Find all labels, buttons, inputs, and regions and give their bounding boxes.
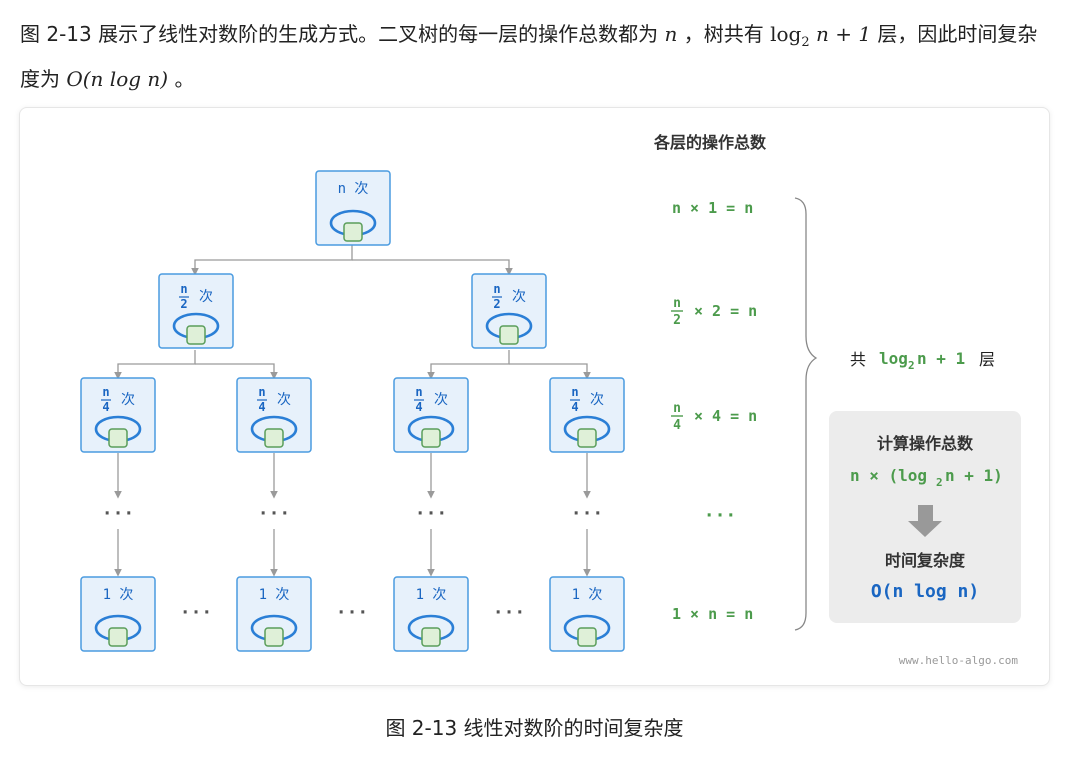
fraction-numerator: n <box>493 282 500 296</box>
recursion-tree-figure: 各层的操作总数 n 次 n 2 次 <box>80 133 1021 667</box>
complexity-title: 时间复杂度 <box>885 551 966 570</box>
curly-brace <box>794 197 818 631</box>
intro-text-1: 图 2-13 展示了线性对数阶的生成方式。二叉树的每一层的操作总数都为 <box>20 22 659 46</box>
summary-formula-post: n + 1) <box>945 466 1003 485</box>
operation-box-icon <box>108 627 128 647</box>
fraction-denominator: 2 <box>493 297 500 311</box>
total-layers-suffix: 层 <box>979 350 995 369</box>
intro-plus-one: n + 1 <box>815 22 872 46</box>
intro-paragraph: 图 2-13 展示了线性对数阶的生成方式。二叉树的每一层的操作总数都为 n ，树… <box>20 16 1050 98</box>
fraction-numerator: n <box>258 385 265 399</box>
node-label-root: n 次 <box>338 181 369 197</box>
intro-big-o: O(n log n) <box>66 67 169 91</box>
operation-box-icon <box>421 428 441 448</box>
intro-text-2: ，树共有 <box>683 22 764 46</box>
fraction-denominator: 4 <box>571 400 578 414</box>
tree-node-quarter-2: n 4 次 <box>236 377 312 453</box>
ellipsis: ··· <box>180 602 213 623</box>
fraction-denominator: 4 <box>415 400 422 414</box>
operation-box-icon <box>421 627 441 647</box>
figure-caption: 图 2-13 线性对数阶的时间复杂度 <box>385 716 684 740</box>
total-layers-log: log <box>879 349 908 368</box>
tree-node-leaf-4: 1 次 <box>549 576 625 652</box>
total-layers-expr: n + 1 <box>917 349 965 368</box>
node-label-leaf: 1 次 <box>103 587 134 603</box>
fraction-numerator: n <box>102 385 109 399</box>
fraction-numerator: n <box>571 385 578 399</box>
total-layers-base: 2 <box>908 359 915 372</box>
operation-box-icon <box>499 325 519 345</box>
intro-n: n <box>664 22 678 46</box>
layer-ops-last: 1 × n = n <box>672 605 753 623</box>
node-label-ci: 次 <box>121 392 135 408</box>
operation-box-icon <box>264 428 284 448</box>
intro-text-4: 。 <box>174 67 195 91</box>
intro-log: log <box>770 22 802 46</box>
ellipsis: ··· <box>415 503 448 524</box>
fraction-denominator: 2 <box>180 297 187 311</box>
tree-node-leaf-1: 1 次 <box>80 576 156 652</box>
complexity-value: O(n log n) <box>871 581 979 602</box>
fraction-numerator: n <box>673 401 681 416</box>
ellipsis: ··· <box>704 505 737 526</box>
node-label-ci: 次 <box>512 289 526 305</box>
figure-header: 各层的操作总数 <box>653 133 767 152</box>
fraction-numerator: n <box>415 385 422 399</box>
tree-node-leaf-3: 1 次 <box>393 576 469 652</box>
node-label-leaf: 1 次 <box>416 587 447 603</box>
summary-formula-base: 2 <box>936 476 943 489</box>
node-label-ci: 次 <box>590 392 604 408</box>
tree-node-leaf-2: 1 次 <box>236 576 312 652</box>
intro-text-3: 层，因此时间复杂度为 <box>20 22 1038 91</box>
tree-node-quarter-4: n 4 次 <box>549 377 625 453</box>
fraction-denominator: 2 <box>673 313 681 328</box>
summary-box: 计算操作总数 n × (log 2 n + 1) 时间复杂度 O(n log n… <box>829 411 1021 623</box>
tree-node-root: n 次 <box>315 170 391 246</box>
figure-card: 各层的操作总数 n 次 n 2 次 <box>19 107 1050 686</box>
fraction-numerator: n <box>673 296 681 311</box>
tree-node-quarter-1: n 4 次 <box>80 377 156 453</box>
summary-title: 计算操作总数 <box>877 434 974 453</box>
node-label-leaf: 1 次 <box>259 587 290 603</box>
node-label-ci: 次 <box>434 392 448 408</box>
fraction-numerator: n <box>180 282 187 296</box>
tree-node-half-left: n 2 次 <box>158 273 234 349</box>
operation-box-icon <box>264 627 284 647</box>
fraction-denominator: 4 <box>673 418 681 433</box>
operation-box-icon <box>186 325 206 345</box>
node-label-leaf: 1 次 <box>572 587 603 603</box>
node-label-ci: 次 <box>277 392 291 408</box>
fraction-denominator: 4 <box>258 400 265 414</box>
ellipsis: ··· <box>336 602 369 623</box>
layer-ops-2: × 2 = n <box>694 302 757 320</box>
operation-box-icon <box>108 428 128 448</box>
fraction-denominator: 4 <box>102 400 109 414</box>
ellipsis: ··· <box>102 503 135 524</box>
watermark: www.hello-algo.com <box>899 654 1019 667</box>
ellipsis: ··· <box>258 503 291 524</box>
ellipsis: ··· <box>493 602 526 623</box>
arrow-down-icon <box>908 505 942 537</box>
tree-node-quarter-3: n 4 次 <box>393 377 469 453</box>
intro-log-base: 2 <box>801 35 810 50</box>
operation-box-icon <box>577 428 597 448</box>
operation-box-icon <box>343 222 363 242</box>
summary-formula-pre: n × (log <box>850 466 927 485</box>
ellipsis: ··· <box>571 503 604 524</box>
layer-ops-3: × 4 = n <box>694 407 757 425</box>
node-label-ci: 次 <box>199 289 213 305</box>
tree-node-half-right: n 2 次 <box>471 273 547 349</box>
layer-ops-1: n × 1 = n <box>672 199 753 217</box>
operation-box-icon <box>577 627 597 647</box>
total-layers-prefix: 共 <box>850 350 866 369</box>
